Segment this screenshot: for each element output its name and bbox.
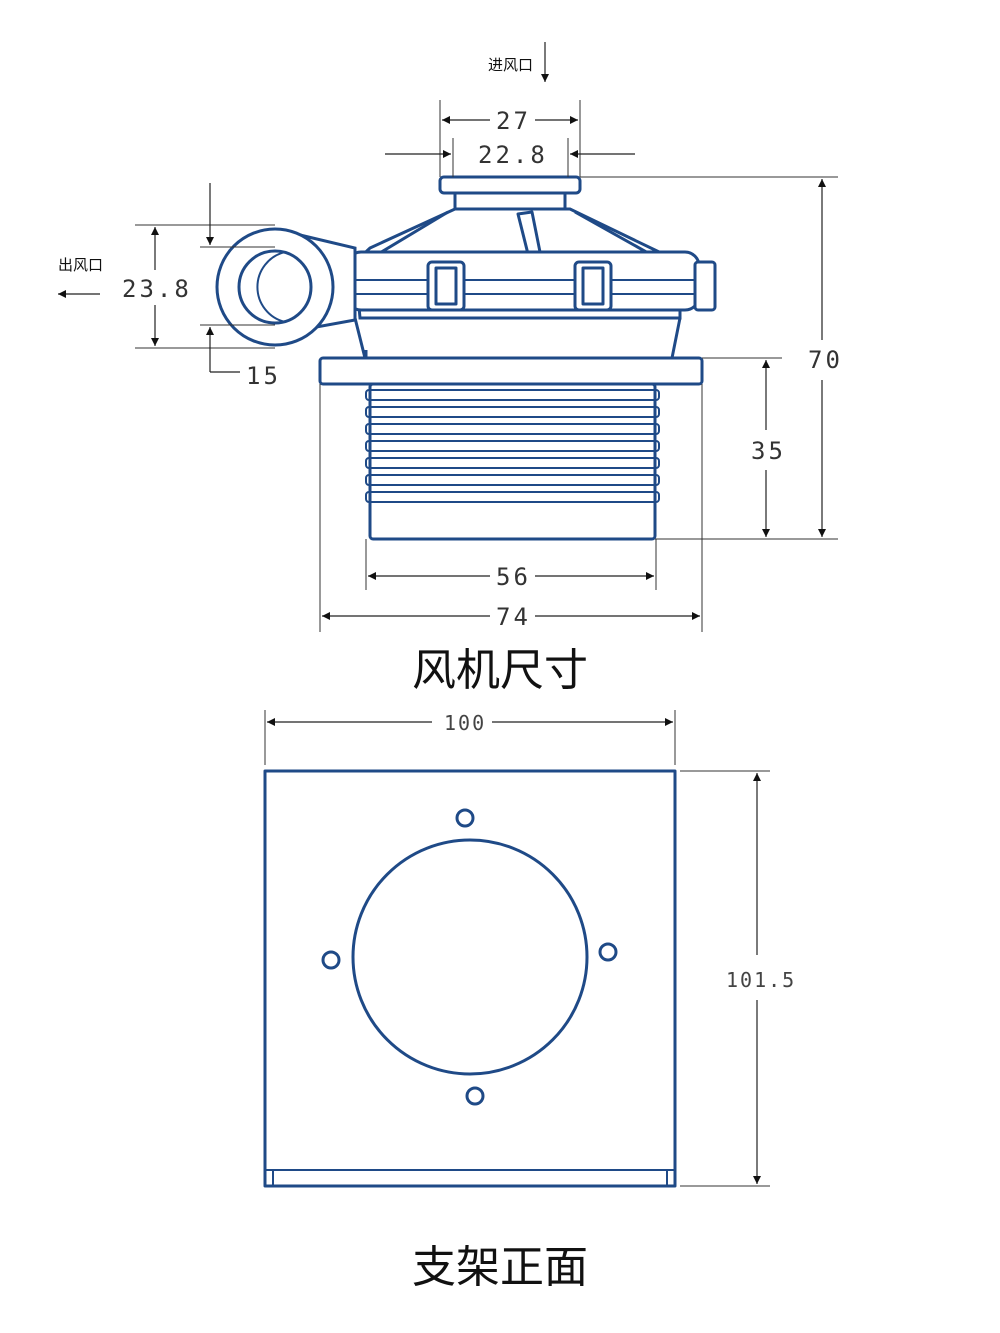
- inlet-label: 进风口: [488, 56, 533, 74]
- dim-inlet-inner-text: 22.8: [478, 141, 548, 169]
- dim-bracket-width-text: 100: [444, 711, 486, 735]
- outlet-ring-outer: [215, 227, 335, 347]
- fan-drawing: 进风口 出风口: [58, 42, 843, 696]
- clip-left-core: [434, 266, 458, 306]
- dim-outlet-outer: 23.8: [122, 224, 275, 349]
- dim-inlet-outer: 27: [439, 100, 581, 177]
- dim-outlet-outer-text: 23.8: [122, 275, 192, 303]
- dim-body-width-text: 56: [496, 563, 531, 591]
- mount-hole-top: [455, 808, 475, 828]
- dim-inlet-outer-text: 27: [496, 107, 531, 135]
- mount-hole-right: [598, 942, 618, 962]
- dim-inlet-inner: 22.8: [385, 138, 635, 177]
- cone-rib-right: [574, 210, 651, 256]
- dim-total-height-text: 70: [808, 346, 843, 374]
- mount-hole-bottom: [465, 1086, 485, 1106]
- cone-rib-left: [377, 210, 449, 256]
- bracket-center-hole: [351, 838, 589, 1076]
- bracket-title: 支架正面: [412, 1242, 588, 1293]
- dim-body-height-text: 35: [751, 437, 786, 465]
- outlet-label: 出风口: [58, 256, 103, 274]
- fan-title: 风机尺寸: [412, 645, 588, 696]
- right-cap: [693, 260, 717, 312]
- bracket-plate: [263, 769, 677, 1188]
- inlet-neck: [453, 191, 567, 211]
- bracket-drawing: 100 101.5 支架正面: [263, 710, 796, 1293]
- ribbed-body: [368, 382, 657, 541]
- dim-flange-width: 74: [319, 384, 703, 632]
- dim-bracket-height: 101.5: [680, 770, 796, 1187]
- dim-outlet-offset-text: 15: [246, 362, 281, 390]
- outlet-ring-shadow: [256, 251, 286, 323]
- dim-body-width: 56: [365, 539, 657, 591]
- dim-outlet-offset: 15: [200, 183, 281, 390]
- body-neck: [353, 317, 682, 359]
- body-ribs: [365, 389, 660, 503]
- dim-bracket-width: 100: [264, 710, 676, 765]
- dim-bracket-height-text: 101.5: [726, 968, 796, 992]
- dim-total-height: 70: [580, 176, 843, 540]
- outlet-ring-inner: [237, 249, 313, 325]
- dim-body-height: 35: [702, 357, 786, 537]
- mount-hole-left: [321, 950, 341, 970]
- clip-right-core: [581, 266, 605, 306]
- flange: [318, 356, 704, 386]
- dim-flange-width-text: 74: [496, 603, 531, 631]
- inlet-ring: [438, 175, 582, 195]
